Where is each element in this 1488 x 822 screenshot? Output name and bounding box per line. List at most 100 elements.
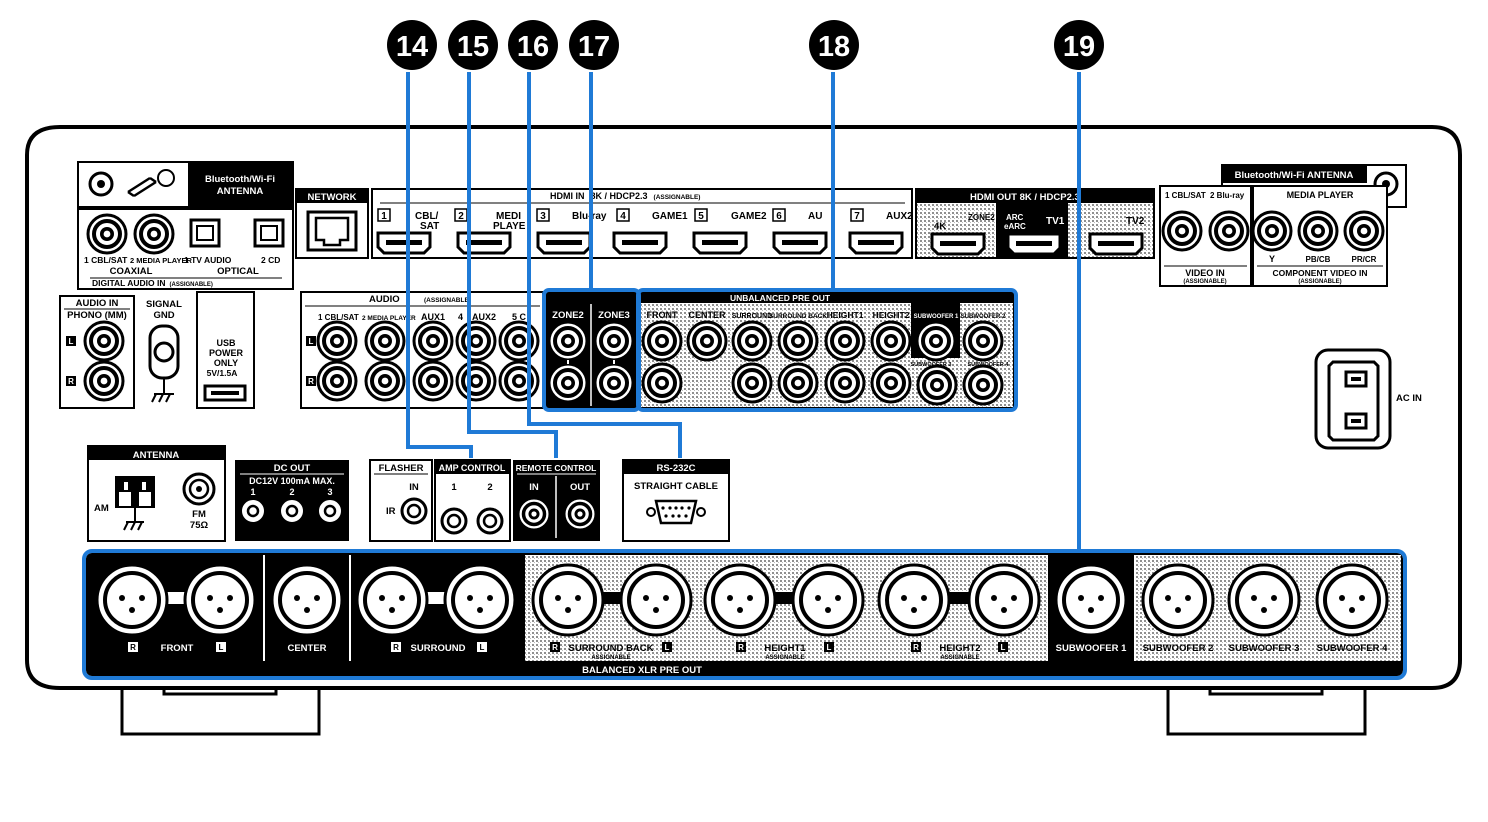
optical-port-label-2: 2 CD bbox=[261, 255, 280, 265]
antenna-fm: FM bbox=[192, 509, 206, 520]
usb-line2: POWER bbox=[209, 348, 244, 358]
optical-port-2 bbox=[253, 218, 285, 248]
hdmi-out-title: HDMI OUT 8K / HDCP2.3 bbox=[970, 192, 1080, 203]
xlr-surround-l: L bbox=[480, 643, 485, 652]
audio-in-port-4: 4 bbox=[458, 312, 463, 322]
audio-in-title: AUDIO bbox=[369, 294, 400, 305]
hdmi-in-label-1b: SAT bbox=[420, 221, 439, 232]
flasher-in-label: IN bbox=[409, 482, 419, 493]
callout-badge-18 bbox=[809, 20, 859, 70]
audio-in-assignable: (ASSIGNABLE) bbox=[424, 297, 471, 304]
xlr-surround-label: SURROUND bbox=[411, 643, 466, 654]
hdmi-in-num-5: 5 bbox=[698, 211, 704, 222]
remote-in-label: IN bbox=[529, 482, 539, 493]
coax-port-label-1: 1 CBL/SAT bbox=[84, 255, 128, 265]
xlr-sub1-label: SUBWOOFER 1 bbox=[1056, 643, 1127, 654]
xlr-h2-assignable: ASSIGNABLE bbox=[940, 655, 979, 661]
audio-in-port-2: 2 MEDIA PLAYER bbox=[362, 315, 416, 322]
usb-line1: USB bbox=[216, 338, 236, 348]
unbal-center: CENTER bbox=[688, 310, 726, 320]
coax-port-label-2: 2 MEDIA PLAYER bbox=[130, 256, 193, 265]
xlr-sb-l: L bbox=[665, 643, 670, 652]
unbal-surround-back: SURROUND BACK bbox=[769, 313, 827, 320]
dc-out-spec: DC12V 100mA MAX. bbox=[249, 476, 335, 486]
callout-badge-17 bbox=[569, 20, 619, 70]
video-in-port-2: 2 Blu-ray bbox=[1210, 191, 1245, 200]
dc-out-title: DC OUT bbox=[274, 463, 311, 474]
analog-audio-in: AUDIO (ASSIGNABLE) 1 CBL/SAT 2 MEDIA PLA… bbox=[300, 291, 544, 409]
hdmi-in-num-6: 6 bbox=[776, 211, 782, 222]
component-port-y: Y bbox=[1269, 254, 1275, 264]
hdmi-in-label-aux-frag: AU bbox=[808, 211, 822, 222]
hdmi-in-label-2b: PLAYE bbox=[493, 221, 526, 232]
video-in-assignable: (ASSIGNABLE) bbox=[1183, 279, 1226, 285]
xlr-sub3-label: SUBWOOFER 3 bbox=[1229, 643, 1300, 654]
leader-line-15 bbox=[467, 72, 558, 458]
remote-control: REMOTE CONTROL IN OUT bbox=[513, 460, 600, 541]
rs232c-subtitle: STRAIGHT CABLE bbox=[634, 481, 718, 492]
phono-input: AUDIO IN PHONO (MM) L R bbox=[59, 295, 135, 409]
component-assignable: (ASSIGNABLE) bbox=[1298, 279, 1341, 285]
digital-audio-title: DIGITAL AUDIO IN(ASSIGNABLE) bbox=[92, 278, 213, 288]
callout-badge-15 bbox=[448, 20, 498, 70]
zone3-label: ZONE3 bbox=[598, 310, 630, 321]
unbal-sub2: SUBWOOFER 2 bbox=[961, 314, 1006, 320]
audio-in-port-1: 1 CBL/SAT bbox=[318, 313, 359, 322]
hdmi-in-num-4: 4 bbox=[620, 211, 626, 222]
bt-antenna-left: Bluetooth/Wi-Fi ANTENNA bbox=[77, 161, 294, 208]
xlr-sub2-label: SUBWOOFER 2 bbox=[1143, 643, 1214, 654]
video-in-title: VIDEO IN bbox=[1185, 268, 1225, 278]
xlr-h1-label: HEIGHT1 bbox=[764, 643, 806, 654]
xlr-h2-l: L bbox=[1001, 643, 1006, 652]
xlr-surround-r: R bbox=[393, 643, 399, 652]
amp-control-title: AMP CONTROL bbox=[439, 463, 506, 473]
flasher-ir-label: IR bbox=[386, 506, 396, 517]
hdmi-in-label-2: MEDI bbox=[496, 211, 521, 222]
audio-in-port-5: 5 C bbox=[512, 312, 527, 322]
unbal-height1: HEIGHT1 bbox=[827, 310, 864, 320]
hdmi-in-label-6: GAME2 bbox=[731, 211, 767, 222]
unbal-front: FRONT bbox=[647, 310, 678, 320]
hdmi-in-num-3: 3 bbox=[540, 211, 546, 222]
callout-14: 14 bbox=[396, 31, 428, 63]
callout-leader-lines bbox=[82, 72, 1407, 680]
signal-gnd-line1: SIGNAL bbox=[146, 299, 182, 310]
phono-l: L bbox=[69, 337, 74, 346]
component-video-in: MEDIA PLAYER Y PB/CB PR/CR COMPONENT VID… bbox=[1251, 185, 1388, 287]
audio-in-l: L bbox=[309, 337, 314, 346]
signal-gnd: SIGNAL GND bbox=[146, 299, 182, 403]
phono-title: AUDIO IN bbox=[76, 298, 119, 309]
phono-subtitle: PHONO (MM) bbox=[67, 310, 127, 321]
coaxial-label: COAXIAL bbox=[110, 266, 153, 277]
phono-r: R bbox=[68, 377, 74, 386]
callout-16: 16 bbox=[517, 31, 549, 63]
unbalanced-title: UNBALANCED PRE OUT bbox=[730, 293, 831, 303]
bt-right-label: Bluetooth/Wi-Fi ANTENNA bbox=[1235, 170, 1354, 181]
optical-port-label-1: 1 TV AUDIO bbox=[184, 255, 232, 265]
callout-19: 19 bbox=[1063, 31, 1095, 63]
xlr-sb-label: SURROUND BACK bbox=[569, 643, 654, 654]
dc-out-port-2: 2 bbox=[289, 487, 294, 497]
callout-15: 15 bbox=[457, 31, 489, 63]
hdmi-out: HDMI OUT 8K / HDCP2.3 4K ZONE2 ARC eARC … bbox=[915, 188, 1155, 259]
callout-badge-14 bbox=[387, 20, 437, 70]
hdmi-out-arc: ARC bbox=[1006, 213, 1024, 222]
xlr-sb-r: R bbox=[552, 643, 558, 652]
antenna-terminals: ANTENNA AM FM 75Ω bbox=[87, 445, 226, 542]
antenna-am: AM bbox=[94, 503, 109, 514]
unbal-surround: SURROUND bbox=[732, 313, 772, 320]
antenna-fm-ohm: 75Ω bbox=[190, 520, 209, 531]
component-footer: COMPONENT VIDEO IN bbox=[1273, 268, 1368, 278]
xlr-h1-assignable: ASSIGNABLE bbox=[765, 655, 804, 661]
xlr-center-label: CENTER bbox=[287, 643, 326, 654]
xlr-h1-r: R bbox=[738, 643, 744, 652]
audio-in-port-aux2: AUX2 bbox=[472, 312, 496, 322]
signal-gnd-line2: GND bbox=[153, 310, 174, 321]
rs232c-title: RS-232C bbox=[656, 463, 695, 474]
xlr-front-label: FRONT bbox=[161, 643, 194, 654]
network-label: NETWORK bbox=[307, 192, 356, 203]
usb-line3: ONLY bbox=[214, 358, 238, 368]
xlr-h1-l: L bbox=[827, 643, 832, 652]
